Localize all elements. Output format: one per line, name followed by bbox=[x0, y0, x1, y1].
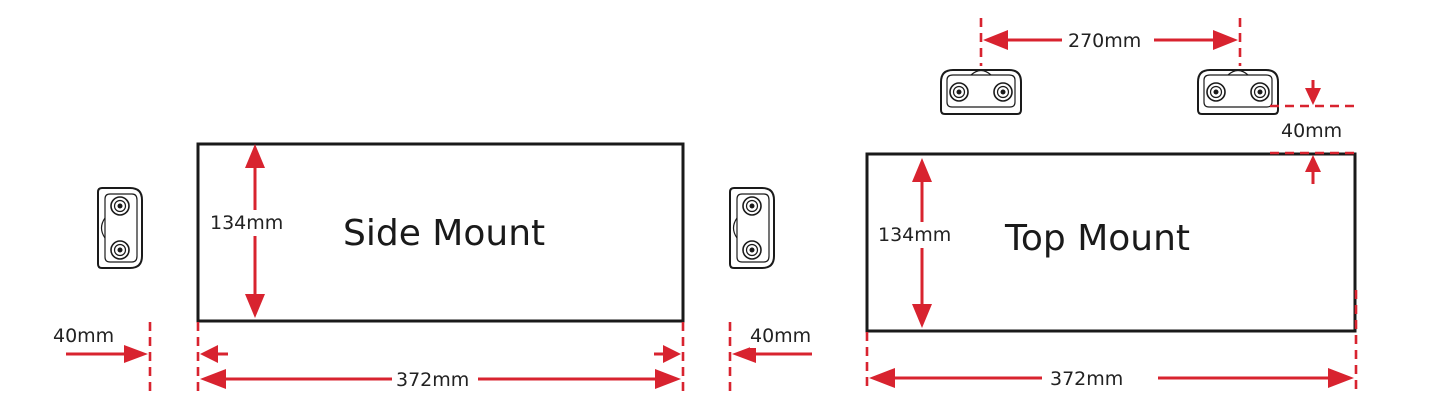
side-width-label: 372mm bbox=[396, 369, 469, 391]
side-height-label: 134mm bbox=[210, 212, 283, 234]
top-mount-title: Top Mount bbox=[1004, 218, 1190, 259]
side-right-offset-label: 40mm bbox=[750, 325, 811, 347]
side-right-offset-dimension: 40mm bbox=[732, 325, 816, 363]
sensor-icon bbox=[940, 69, 1022, 115]
side-mount-title: Side Mount bbox=[343, 213, 545, 254]
top-mount-panel: Top Mount 270mm 134mm bbox=[865, 18, 1360, 392]
side-left-inner-arrow bbox=[200, 345, 228, 363]
side-height-dimension: 134mm bbox=[206, 144, 298, 318]
side-width-dimension: 372mm bbox=[200, 369, 681, 391]
side-mount-panel: Side Mount 134mm 40mm bbox=[53, 142, 816, 392]
top-width-dimension: 372mm bbox=[869, 368, 1354, 390]
sensor-icon bbox=[729, 187, 775, 269]
side-right-inner-arrow bbox=[654, 345, 681, 363]
top-width-label: 372mm bbox=[1050, 368, 1123, 390]
top-height-dimension: 134mm bbox=[874, 158, 966, 328]
side-left-offset-dimension: 40mm bbox=[53, 325, 148, 363]
sensor-icon bbox=[97, 187, 143, 269]
top-sensor-spacing-label: 270mm bbox=[1068, 30, 1141, 52]
sensor-icon bbox=[1197, 69, 1279, 115]
top-offset-label: 40mm bbox=[1281, 120, 1342, 142]
top-height-label: 134mm bbox=[878, 224, 951, 246]
top-offset-dimension: 40mm bbox=[1281, 80, 1342, 184]
top-sensor-spacing-dimension: 270mm bbox=[983, 30, 1238, 52]
side-left-offset-label: 40mm bbox=[53, 325, 114, 347]
